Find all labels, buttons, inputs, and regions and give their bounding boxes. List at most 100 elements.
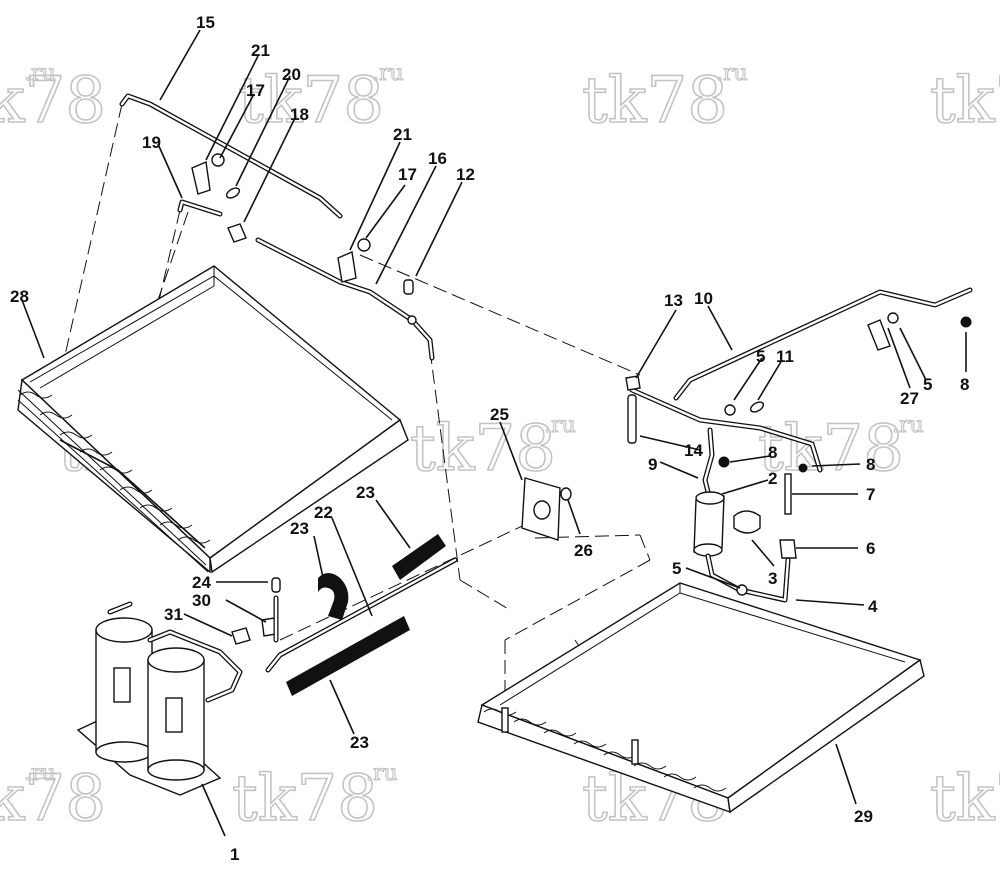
watermark: tk78.ru [0, 60, 107, 138]
callout-21: 21 [251, 41, 270, 60]
watermark: tk78.ru [581, 60, 748, 138]
svg-text:.ru: .ru [544, 413, 576, 438]
callout-23: 23 [290, 519, 309, 538]
nut-17b [357, 238, 371, 252]
plug-8a [960, 316, 972, 328]
callout-2: 2 [768, 469, 777, 488]
callout-19: 19 [142, 133, 161, 152]
callout-20: 20 [282, 65, 301, 84]
callout-22: 22 [314, 503, 333, 522]
watermark: tk78.ru [757, 411, 924, 487]
callout-7: 7 [866, 485, 875, 504]
svg-text:.ru: .ru [24, 761, 56, 786]
svg-text:.ru: .ru [892, 413, 924, 438]
callout-6: 6 [866, 539, 875, 558]
compressor-assembly [76, 577, 281, 796]
callout-12: 12 [456, 165, 475, 184]
coil-return-bends [483, 708, 727, 792]
fitting-31 [231, 627, 251, 645]
svg-text:tk78: tk78 [582, 64, 728, 138]
bracket-21a [191, 160, 211, 195]
callout-24: 24 [192, 573, 211, 592]
nut-5c [736, 584, 748, 596]
tee-13 [625, 375, 641, 391]
callout-26: 26 [574, 541, 593, 560]
right-condenser-coil [477, 582, 925, 814]
plug-8c [798, 463, 808, 473]
callout-3: 3 [768, 569, 777, 588]
callout-labels: 15 21 20 17 18 19 21 16 17 12 28 13 10 5… [10, 13, 969, 864]
callout-16: 16 [428, 149, 447, 168]
svg-text:.ru: .ru [366, 761, 398, 786]
hose-23c [286, 616, 410, 696]
cap-24 [271, 577, 281, 593]
callout-5: 5 [923, 375, 932, 394]
svg-text:tk78: tk78 [0, 762, 106, 836]
svg-text:tk78: tk78 [0, 64, 106, 138]
watermark: tk78 [929, 63, 1000, 139]
svg-text:.ru: .ru [24, 61, 56, 86]
callout-17: 17 [398, 165, 417, 184]
grommet-26 [560, 487, 572, 501]
callout-13: 13 [664, 291, 683, 310]
callout-8: 8 [866, 455, 875, 474]
callout-1: 1 [230, 845, 239, 864]
svg-text:.ru: .ru [716, 61, 748, 86]
callout-23: 23 [350, 733, 369, 752]
clamp-3 [733, 510, 761, 534]
callout-21: 21 [393, 125, 412, 144]
tube-14 [627, 394, 637, 444]
callout-23: 23 [356, 483, 375, 502]
svg-text:tk78: tk78 [238, 64, 384, 138]
watermark: tk78.ru [231, 760, 398, 836]
cap-12 [403, 279, 414, 295]
svg-text:.ru: .ru [372, 61, 404, 86]
bracket-21b [337, 251, 357, 283]
insert-20 [225, 187, 241, 199]
hose-23a [318, 573, 349, 620]
callout-27: 27 [900, 389, 919, 408]
tube-7 [784, 473, 792, 515]
hose-23b [392, 534, 446, 580]
callout-15: 15 [196, 13, 215, 32]
callout-8: 8 [768, 443, 777, 462]
callout-5: 5 [756, 347, 765, 366]
plug-8b [718, 456, 730, 468]
watermark: tk78.ru [237, 60, 404, 138]
nut-5b [887, 312, 899, 324]
callout-25: 25 [490, 405, 509, 424]
svg-text:tk78: tk78 [930, 64, 1000, 138]
leader-arrows [21, 29, 967, 837]
callout-8: 8 [960, 375, 969, 394]
watermark: tk78.ru [0, 760, 107, 836]
tube-fittings-right [625, 312, 972, 473]
fitting-18 [227, 223, 247, 243]
svg-text:tk78: tk78 [232, 762, 378, 836]
watermark: tk78 [929, 761, 1000, 837]
callout-9: 9 [648, 455, 657, 474]
svg-text:tk78: tk78 [758, 412, 904, 486]
bracket-27 [867, 319, 891, 351]
coil-return-bends [19, 391, 211, 544]
nut-5a [724, 404, 736, 416]
valve-6 [779, 539, 797, 559]
callout-31: 31 [164, 605, 183, 624]
callout-10: 10 [694, 289, 713, 308]
filter-drier-assembly [693, 473, 797, 603]
callout-14: 14 [684, 441, 703, 460]
svg-text:tk78: tk78 [410, 412, 556, 486]
svg-text:tk78: tk78 [930, 762, 1000, 836]
callout-11: 11 [776, 347, 794, 366]
callout-18: 18 [290, 105, 309, 124]
nut-17a [211, 153, 225, 167]
watermark: tk78.ru [409, 411, 576, 487]
callout-29: 29 [854, 807, 873, 826]
right-liquid-tube [629, 287, 973, 495]
callout-5: 5 [672, 559, 681, 578]
callout-4: 4 [868, 597, 878, 616]
callout-30: 30 [192, 591, 211, 610]
callout-17: 17 [246, 81, 265, 100]
fitting-11 [749, 401, 765, 413]
upper-discharge-tube [119, 93, 435, 361]
